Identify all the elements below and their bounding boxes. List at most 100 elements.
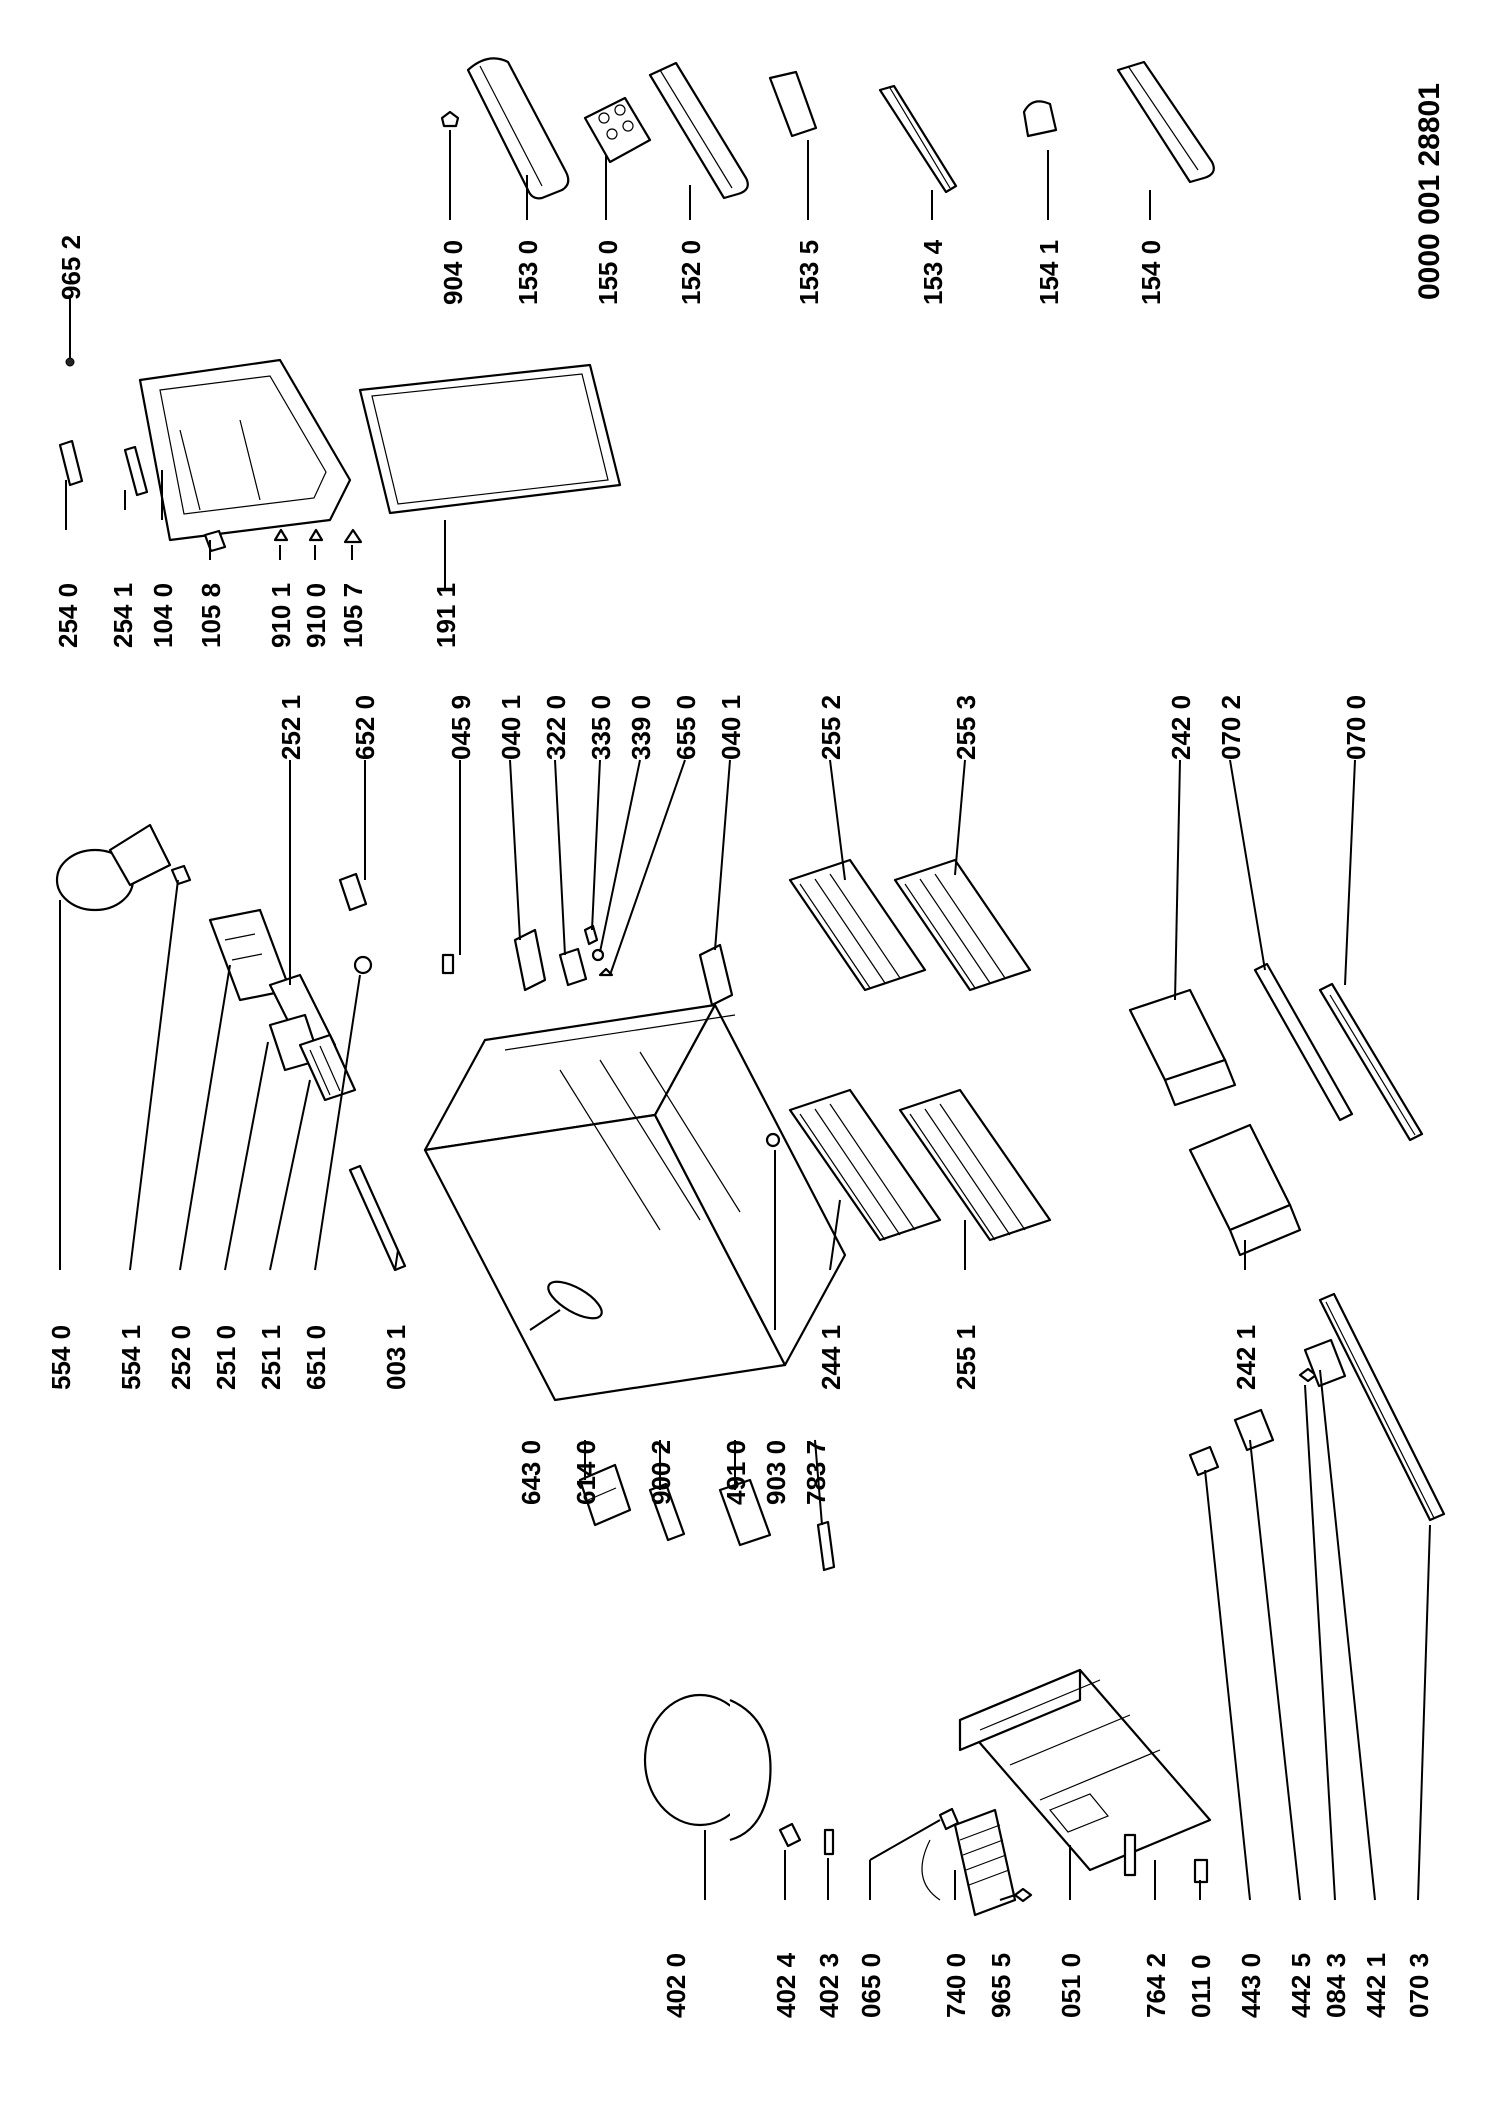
- part-070-2-rail: [1253, 962, 1354, 1122]
- part-070-3-kickplate: [1318, 1292, 1446, 1522]
- label-764-2: 764 2: [1141, 1952, 1171, 2018]
- part-105-7-hinge-pin: [343, 528, 363, 544]
- part-191-1-door-gasket: [358, 363, 622, 515]
- label-084-3: 084 3: [1321, 1952, 1351, 2018]
- label-335-0: 335 0: [586, 694, 616, 760]
- label-442-1: 442 1: [1361, 1952, 1391, 2018]
- part-154-0-bottle-bin: [1116, 60, 1215, 184]
- part-554-0-lamp-cover: [55, 823, 172, 912]
- part-255-3-shelf: [893, 858, 1032, 992]
- label-402-4: 402 4: [771, 1952, 801, 2018]
- label-153-5: 153 5: [794, 239, 824, 305]
- part-011-0-fitting: [1193, 1858, 1209, 1884]
- part-322-0-hinge-plate: [558, 947, 588, 987]
- part-402-0-compressor: [643, 1693, 772, 1842]
- label-965-2: 965 2: [56, 234, 86, 300]
- label-652-0: 652 0: [350, 694, 380, 760]
- label-040-1-bottom: 040 1: [716, 694, 746, 760]
- label-051-0: 051 0: [1056, 1952, 1086, 2018]
- part-904-0-plug: [440, 110, 460, 128]
- part-402-4-clip: [778, 1822, 802, 1848]
- label-153-4: 153 4: [918, 239, 948, 305]
- part-910-0-screw: [308, 528, 324, 542]
- part-155-0-egg-tray: [583, 96, 652, 164]
- label-910-0: 910 0: [301, 582, 331, 648]
- label-904-0: 904 0: [438, 239, 468, 305]
- part-491-0-capacitor: [718, 1478, 772, 1547]
- part-764-2-drier: [1123, 1833, 1137, 1877]
- label-105-7: 105 7: [338, 582, 368, 648]
- label-153-0: 153 0: [513, 239, 543, 305]
- label-154-1: 154 1: [1034, 239, 1064, 305]
- label-070-2: 070 2: [1216, 694, 1246, 760]
- label-244-1: 244 1: [816, 1324, 846, 1390]
- part-614-0-relay: [578, 1463, 632, 1527]
- document-number: 0000 001 28801: [1413, 83, 1446, 300]
- label-070-3: 070 3: [1404, 1952, 1434, 2018]
- part-045-9-pin: [441, 953, 455, 975]
- label-910-1: 910 1: [266, 582, 296, 648]
- label-322-0: 322 0: [541, 694, 571, 760]
- label-554-1: 554 1: [116, 1324, 146, 1390]
- part-051-0-base-tray: [958, 1668, 1212, 1872]
- part-070-0-rail: [1318, 982, 1424, 1142]
- part-003-1-strip: [348, 1164, 407, 1272]
- label-651-0: 651 0: [301, 1324, 331, 1390]
- label-783-7: 783 7: [801, 1439, 831, 1505]
- part-255-2-shelf: [788, 858, 927, 992]
- part-040-1-hinge-bottom: [698, 943, 734, 1007]
- label-254-0: 254 0: [53, 582, 83, 648]
- part-903-0-plug: [765, 1132, 781, 1148]
- part-153-0-door-bin: [466, 57, 570, 200]
- part-443-0-bracket: [1188, 1445, 1220, 1477]
- label-900-2: 900 2: [646, 1439, 676, 1505]
- part-242-1-crisper-lower: [1188, 1123, 1302, 1257]
- part-104-0-door-frame: [138, 358, 352, 542]
- label-255-1: 255 1: [951, 1324, 981, 1390]
- part-254-0-handle: [58, 439, 84, 487]
- label-045-9: 045 9: [446, 694, 476, 760]
- label-011-0: 011 0: [1186, 1954, 1216, 2018]
- label-003-1: 003 1: [381, 1324, 411, 1390]
- part-244-1-shelf: [788, 1088, 942, 1242]
- part-655-0-screw: [598, 967, 614, 977]
- label-065-0: 065 0: [856, 1952, 886, 2018]
- part-154-1-clip: [1022, 100, 1058, 138]
- part-652-0-lamp-socket: [338, 872, 368, 912]
- part-965-5-screw: [1013, 1887, 1033, 1903]
- part-251-1-grille: [298, 1033, 357, 1102]
- part-255-1-shelf: [898, 1088, 1052, 1242]
- label-154-0: 154 0: [1136, 239, 1166, 305]
- label-491-0: 491 0: [721, 1439, 751, 1505]
- label-402-3: 402 3: [814, 1952, 844, 2018]
- part-153-5-small-bin: [768, 70, 818, 138]
- label-655-0: 655 0: [671, 694, 701, 760]
- part-339-0-washer: [591, 948, 605, 962]
- part-783-7-tube: [816, 1520, 836, 1572]
- part-065-0-connector: [938, 1807, 960, 1831]
- label-965-5: 965 5: [986, 1952, 1016, 2018]
- label-191-1: 191 1: [431, 582, 461, 648]
- part-442-1-bracket: [1303, 1338, 1347, 1388]
- part-040-1-hinge-top: [513, 928, 547, 992]
- part-152-0-door-bin: [648, 61, 749, 200]
- part-335-0-pin: [583, 924, 599, 946]
- label-252-1: 252 1: [276, 694, 306, 760]
- label-554-0: 554 0: [46, 1324, 76, 1390]
- label-740-0: 740 0: [941, 1952, 971, 2018]
- part-740-0-condenser: [921, 1808, 1017, 1917]
- part-651-0-bulb: [353, 955, 373, 975]
- label-152-0: 152 0: [676, 239, 706, 305]
- part-910-1-screw: [273, 528, 289, 542]
- label-251-0: 251 0: [211, 1324, 241, 1390]
- part-242-0-crisper-upper: [1128, 988, 1237, 1107]
- label-252-0: 252 0: [166, 1324, 196, 1390]
- label-614-0: 614 0: [571, 1439, 601, 1505]
- label-070-0: 070 0: [1341, 694, 1371, 760]
- label-255-2: 255 2: [816, 694, 846, 760]
- label-242-0: 242 0: [1166, 694, 1196, 760]
- label-643-0: 643 0: [516, 1439, 546, 1505]
- label-255-3: 255 3: [951, 694, 981, 760]
